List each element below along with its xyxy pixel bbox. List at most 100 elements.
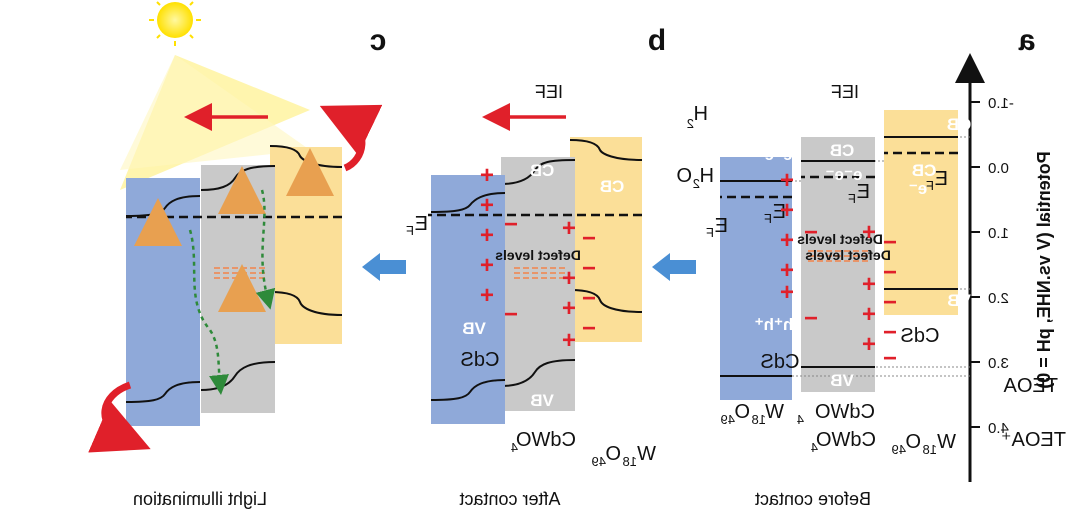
cdwo4-label-c: CdWO — [816, 429, 876, 451]
minus-b-3: − — [582, 225, 596, 252]
plus-b-1: + — [480, 162, 494, 189]
cdwo4-cb-label-a: CB — [830, 141, 855, 160]
cdwo4-band-c — [201, 165, 275, 413]
caption-light-illumination: Light illumination — [133, 489, 267, 509]
plus-b-3: + — [480, 222, 494, 249]
cds-band-a — [884, 110, 958, 315]
cds-label-c: CdS — [761, 351, 800, 373]
tick-3: 3.0 — [988, 355, 1009, 372]
cds-label-a: CdS — [901, 325, 940, 347]
w18o49-label-b-sub1: 18 — [623, 454, 637, 469]
caption-before-contact: Before contact — [755, 489, 871, 509]
minus-c-2: − — [804, 305, 818, 332]
plus-c-4: + — [780, 257, 794, 284]
panel-c — [88, 55, 383, 453]
cds-vb-label-b: VB — [462, 319, 486, 338]
panel-letter-a: a — [1018, 24, 1035, 57]
w18o49-label-c-mid: O — [905, 431, 921, 453]
w18o49-vb-label-b: VB — [600, 403, 624, 422]
plus-c-8: + — [862, 301, 876, 328]
plus-b-6: + — [562, 215, 576, 242]
w18o49-band-b — [431, 175, 505, 424]
w18o49-cb-label-b: CB — [600, 177, 625, 196]
plus-c-7: + — [862, 271, 876, 298]
minus-c-3: − — [883, 229, 897, 256]
minus-b-5: − — [582, 285, 596, 312]
cdwo4-label-c-sub: 4 — [811, 440, 818, 455]
cdwo4-h-label-c: h⁺h⁺ — [825, 393, 864, 412]
ef-b-sub: F — [406, 223, 414, 238]
w18o49-label-b-sub2: 49 — [592, 454, 606, 469]
w18o49-label-b-mid: O — [605, 443, 621, 465]
cds-e-label-c: e⁻e⁻ — [756, 145, 793, 164]
sun-icon — [149, 1, 201, 46]
h2o-label-o: O — [676, 165, 692, 187]
plus-c-2: + — [780, 197, 794, 224]
cds-cb-label-a: CB — [947, 115, 972, 134]
w18o49-label-c: W — [937, 431, 956, 453]
w18o49-vb-label-a: VB — [912, 378, 936, 397]
caption-after-contact: After contact — [459, 489, 560, 509]
teoa-label: TEOA — [1003, 375, 1058, 397]
mirrored-text-layer: a b c Before contact After contact Light… — [133, 24, 1066, 509]
plus-c-3: + — [780, 227, 794, 254]
ef-c-sub: F — [706, 225, 714, 240]
w18o49-label-a-sub1: 18 — [752, 412, 766, 427]
minus-c-6: − — [883, 319, 897, 346]
arrow-b-to-c — [362, 253, 406, 281]
ef-cds-a-sub: F — [926, 178, 934, 193]
minus-c-5: − — [883, 289, 897, 316]
panel-a — [720, 110, 970, 400]
defect-levels-c: Defect levels — [805, 247, 891, 263]
minus-b-4: − — [582, 255, 596, 282]
h2o-label: H — [700, 165, 714, 187]
plus-b-5: + — [480, 282, 494, 309]
plus-c-9: + — [862, 331, 876, 358]
w18o49-label-c-sub1: 18 — [923, 442, 937, 457]
w18o49-h-label-c: h⁺h⁺ — [899, 403, 938, 422]
arrow-a-to-b — [652, 253, 696, 281]
minus-c-4: − — [883, 259, 897, 286]
minus-b-1: − — [504, 211, 518, 238]
plus-c-5: + — [780, 279, 794, 306]
panel-letter-b: b — [648, 24, 666, 57]
plus-b-8: + — [562, 295, 576, 322]
cdwo4-label-b: CdWO — [516, 429, 576, 451]
ef-cds-a: E — [935, 168, 948, 190]
w18o49-label-a: W — [765, 401, 784, 423]
w18o49-label-a-mid: O — [734, 401, 750, 423]
panel-letter-c: c — [370, 24, 387, 57]
cds-h-label-c: h⁺h⁺ — [755, 315, 794, 334]
ef-w18o49-a-sub: F — [764, 211, 772, 226]
tick-0: 0.0 — [988, 160, 1009, 177]
plus-c-1: + — [780, 167, 794, 194]
w18o49-label-b: W — [637, 443, 656, 465]
minus-c-1: − — [804, 219, 818, 246]
cdwo4-label-b-sub: 4 — [511, 440, 518, 455]
ief-label-c: IEF — [831, 82, 859, 102]
tick-neg1: -1.0 — [988, 95, 1014, 112]
ef-b: E — [415, 213, 428, 235]
w18o49-label-c-sub2: 49 — [892, 442, 906, 457]
defect-levels-b: Defect levels — [495, 247, 581, 263]
cds-label-b: CdS — [461, 349, 500, 371]
ef-w18o49-a: E — [773, 201, 786, 223]
teoa-plus-label: TEOA⁺ — [1001, 429, 1066, 451]
plus-b-9: + — [562, 327, 576, 354]
cds-band-b — [570, 137, 642, 342]
cdwo4-vb-label-b: VB — [530, 391, 554, 410]
tick-1: 1.0 — [988, 225, 1009, 242]
w18o49-label-a-sub2: 49 — [721, 412, 735, 427]
plus-b-7: + — [562, 265, 576, 292]
cdwo4-label-a-sub: 4 — [797, 412, 804, 427]
minus-b-6: − — [582, 315, 596, 342]
plus-b-2: + — [480, 192, 494, 219]
w18o49-cb-label-a: CB — [912, 161, 937, 180]
minus-c-7: − — [883, 345, 897, 372]
axis-label: Potential (V vs.NHE, pH = 0) — [1034, 151, 1054, 389]
h2-label-sub: 2 — [687, 116, 694, 131]
cdwo4-cb-label-b: CB — [530, 161, 555, 180]
minus-b-2: − — [504, 301, 518, 328]
h2-label: H — [694, 103, 708, 125]
